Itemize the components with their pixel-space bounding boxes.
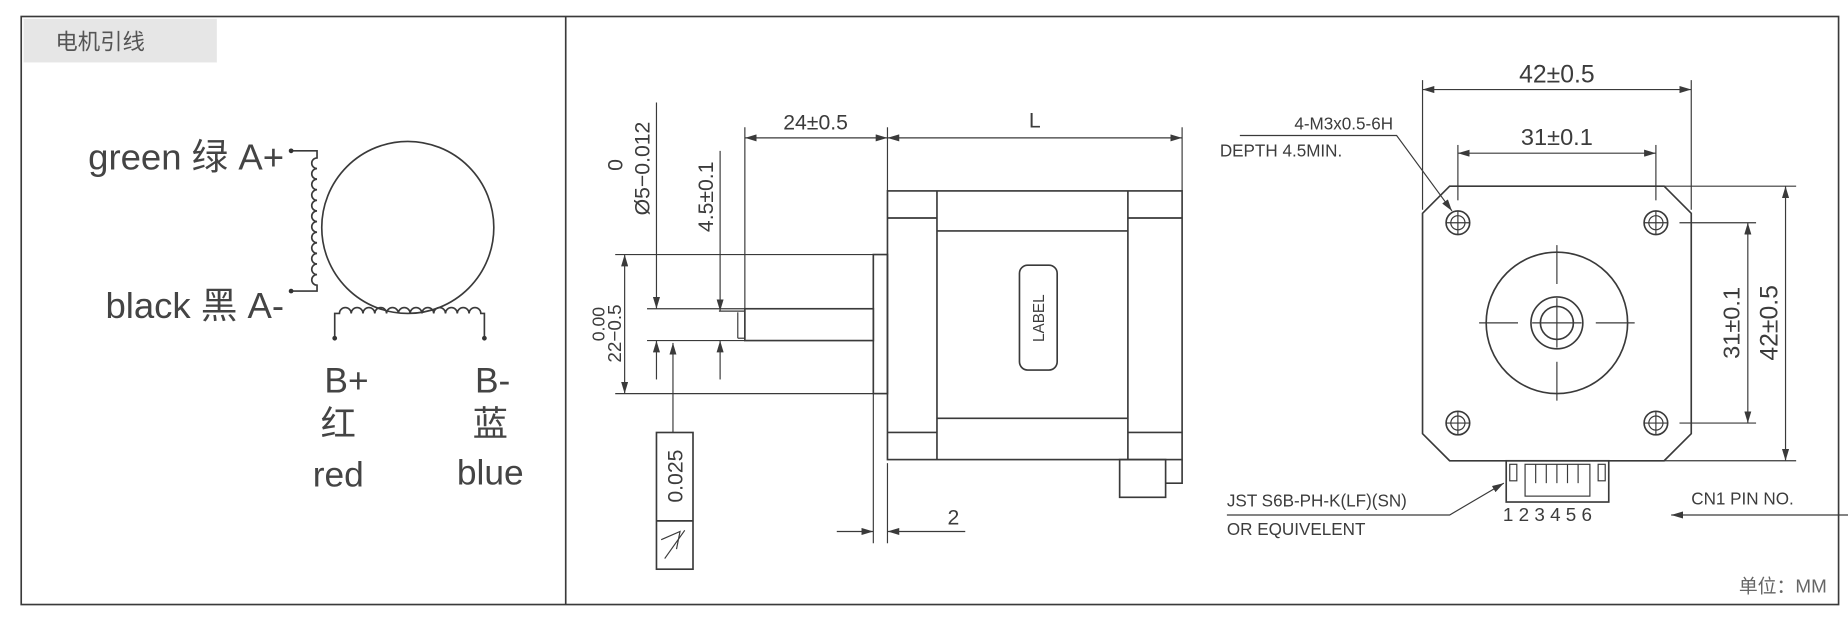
mounting-hole	[1643, 210, 1669, 236]
center-mark	[1479, 245, 1635, 401]
label-text: LABEL	[1031, 294, 1048, 342]
hub-circle	[1530, 296, 1584, 350]
terminal-dot	[288, 288, 294, 294]
side-connector	[1118, 458, 1167, 499]
shaft	[744, 307, 875, 342]
thread-note-2: DEPTH 4.5MIN.	[1220, 142, 1342, 161]
lead-b-plus-pin: B+	[324, 361, 368, 400]
outer-frame	[20, 15, 1840, 606]
pin-numbers: 1 2 3 4 5 6	[1503, 504, 1592, 525]
terminal-dot	[482, 335, 487, 341]
lead-a-plus: green 绿 A+	[88, 137, 284, 178]
runout-value: 0.025	[664, 450, 687, 503]
connector-note-1: JST S6B-PH-K(LF)(SN)	[1227, 492, 1407, 511]
boss-dia-upper: 0.00	[589, 307, 609, 342]
terminal-dot	[288, 148, 294, 154]
lead-b-plus-cn: 红	[321, 405, 356, 444]
shaft-dia-nominal: Ø5−0.012	[631, 122, 654, 216]
shaft-dia-upper: 0	[604, 159, 627, 171]
hole-spacing-v-dim: 31±0.1	[1719, 287, 1745, 359]
lead-b-minus-cn: 蓝	[473, 405, 508, 444]
boss-height-dim: 2	[948, 506, 960, 529]
motor-circle	[320, 140, 495, 315]
flat-depth-dim: 4.5±0.1	[695, 162, 718, 233]
lead-b-minus-en: blue	[457, 453, 524, 492]
runout-frame	[655, 431, 694, 571]
panel-title: 电机引线	[55, 29, 145, 54]
width-dim: 42±0.5	[1519, 61, 1594, 88]
mounting-hole	[1445, 210, 1471, 236]
title-tab	[23, 18, 217, 63]
units-note: 单位：MM	[1739, 576, 1827, 597]
thread-note-1: 4-M3x0.5-6H	[1294, 115, 1393, 134]
height-dim: 42±0.5	[1756, 285, 1783, 360]
runout-arrow-icon	[660, 529, 686, 559]
mounting-hole	[1643, 410, 1669, 436]
boss-dia-nominal: 22−0.5	[604, 304, 625, 362]
label-plate	[1018, 264, 1059, 371]
lead-b-plus-en: red	[313, 456, 364, 495]
terminal-dot	[332, 335, 338, 341]
lead-b-minus-pin: B-	[475, 361, 510, 400]
pin-label: CN1 PIN NO.	[1691, 489, 1794, 508]
front-connector	[1505, 459, 1610, 503]
lead-a-minus: black 黑 A-	[105, 285, 284, 326]
side-view: LABEL 0.00 22−0.5 0 Ø5−0.012 4.5±0.1 0.0…	[589, 102, 1183, 571]
front-view: 42±0.5 31±0.1 31±0.1 42±0.5 4-M3x0.5-6H …	[1220, 61, 1848, 539]
boss	[872, 253, 889, 395]
connector-pins	[1509, 463, 1606, 484]
wiring-panel: 电机引线 green 绿 A+ black 黑 A- B+ 红 red B- 蓝…	[23, 18, 524, 495]
body-length-dim: L	[1029, 109, 1041, 132]
coil-a	[291, 150, 318, 292]
hole-spacing-h-dim: 31±0.1	[1521, 124, 1593, 150]
connector-note-2: OR EQUIVELENT	[1227, 520, 1366, 539]
shaft-length-dim: 24±0.5	[783, 112, 848, 135]
coil-b	[333, 306, 486, 339]
mounting-hole	[1445, 410, 1471, 436]
